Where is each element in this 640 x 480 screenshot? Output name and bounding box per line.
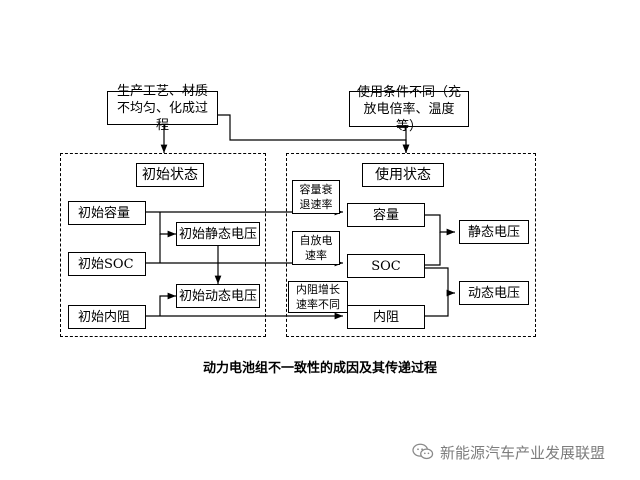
initial-state-region — [60, 153, 266, 337]
arrow-soc-dynamic — [425, 267, 455, 297]
initial-capacity-box: 初始容量 — [68, 201, 146, 225]
arrow-init-res-dynamic — [159, 292, 176, 316]
self-discharge-rate-label: 自放电速率 — [292, 231, 340, 265]
usage-state-header: 使用状态 — [362, 163, 444, 187]
initial-static-voltage-box: 初始静态电压 — [176, 222, 260, 246]
line-resistance-dynamic — [425, 293, 449, 317]
resistance-growth-rate-label: 内阻增长速率不同 — [288, 281, 348, 313]
usage-state-region — [286, 153, 536, 337]
line-soc-static — [425, 232, 441, 266]
manufacturing-cause-box: 生产工艺、材质不均匀、化成过程 — [107, 84, 218, 133]
watermark: 新能源汽车产业发展联盟 — [412, 440, 605, 464]
dynamic-voltage-box: 动态电压 — [459, 281, 529, 305]
initial-soc-box: 初始SOC — [68, 252, 146, 276]
soc-box: SOC — [347, 254, 425, 278]
figure-caption: 动力电池组不一致性的成因及其传递过程 — [202, 361, 437, 376]
initial-resistance-box: 初始内阻 — [68, 305, 146, 329]
arrow-capacity-static — [425, 214, 455, 236]
initial-state-header: 初始状态 — [136, 163, 204, 187]
capacity-box: 容量 — [347, 203, 425, 227]
resistance-box: 内阻 — [347, 305, 425, 329]
static-voltage-box: 静态电压 — [459, 220, 529, 244]
initial-dynamic-voltage-box: 初始动态电压 — [176, 284, 260, 308]
wechat-icon — [412, 443, 434, 460]
usage-conditions-box: 使用条件不同（充放电倍率、温度等） — [349, 85, 469, 134]
capacity-fade-rate-label: 容量衰退速率 — [292, 180, 340, 214]
watermark-text: 新能源汽车产业发展联盟 — [440, 443, 606, 462]
